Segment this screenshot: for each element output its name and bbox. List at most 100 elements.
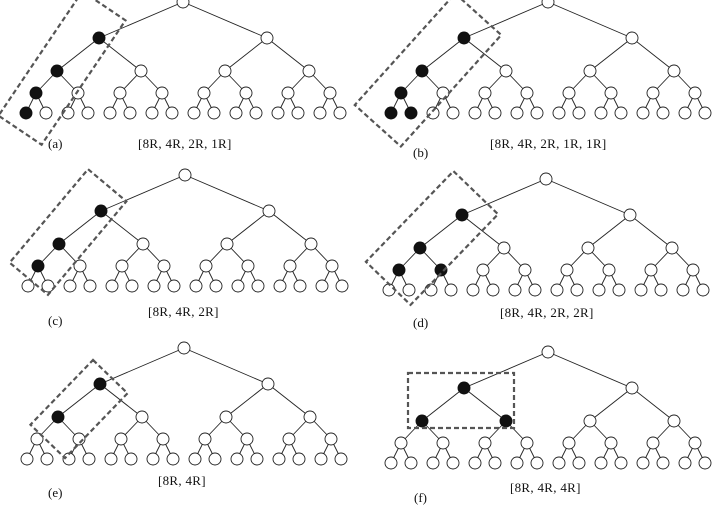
allocated-node xyxy=(94,204,108,218)
free-node xyxy=(20,452,34,466)
panel-letter: (c) xyxy=(48,313,62,328)
free-node xyxy=(165,106,179,120)
free-node xyxy=(520,436,534,450)
free-node xyxy=(302,64,316,78)
free-node xyxy=(272,452,286,466)
free-node xyxy=(273,279,287,293)
free-node xyxy=(468,106,482,120)
free-node xyxy=(103,106,117,120)
free-node xyxy=(135,410,149,424)
free-node xyxy=(218,64,232,78)
free-node xyxy=(167,279,181,293)
free-node xyxy=(665,241,679,255)
free-node xyxy=(189,279,203,293)
free-node xyxy=(209,279,223,293)
tree-edge xyxy=(587,214,631,249)
tree-edge xyxy=(631,387,675,422)
free-node xyxy=(636,456,650,470)
free-node xyxy=(583,414,597,428)
tree-edge xyxy=(419,214,463,249)
tree-edge xyxy=(266,37,310,72)
free-node xyxy=(382,283,396,297)
allocated-node xyxy=(415,414,429,428)
free-node xyxy=(644,263,658,277)
tree-edge xyxy=(184,174,270,212)
sequence-label: [8R, 4R, 2R, 2R] xyxy=(500,305,594,320)
panel-letter: (e) xyxy=(48,485,62,500)
free-node xyxy=(283,259,297,273)
free-node xyxy=(157,259,171,273)
panel-letter: (d) xyxy=(413,315,428,330)
free-node xyxy=(39,106,53,120)
tree-edge xyxy=(267,383,311,418)
free-node xyxy=(334,452,348,466)
free-node xyxy=(625,31,639,45)
allocated-node xyxy=(51,410,65,424)
free-node xyxy=(250,452,264,466)
allocated-node xyxy=(92,31,106,45)
free-node xyxy=(83,279,97,293)
tree-edge xyxy=(226,210,270,245)
free-node xyxy=(240,432,254,446)
free-node xyxy=(281,86,295,100)
tree-edge xyxy=(182,1,268,39)
free-node xyxy=(478,86,492,100)
free-node xyxy=(614,106,628,120)
free-node xyxy=(134,64,148,78)
free-node xyxy=(313,106,327,120)
allocated-node xyxy=(499,414,513,428)
free-node xyxy=(656,106,670,120)
free-node xyxy=(125,279,139,293)
free-node xyxy=(646,86,660,100)
free-node xyxy=(251,279,265,293)
allocated-node xyxy=(434,263,448,277)
sequence-label: [8R, 4R, 2R, 1R] xyxy=(138,136,232,151)
free-node xyxy=(510,456,524,470)
free-node xyxy=(207,106,221,120)
tree-edge xyxy=(589,37,633,72)
free-node xyxy=(686,263,700,277)
free-node xyxy=(602,263,616,277)
free-node xyxy=(72,432,86,446)
free-node xyxy=(21,279,35,293)
free-node xyxy=(198,432,212,446)
tree-edge xyxy=(547,351,633,389)
allocated-node xyxy=(394,86,408,100)
free-node xyxy=(466,283,480,297)
free-node xyxy=(271,106,285,120)
free-node xyxy=(219,410,233,424)
free-node xyxy=(426,456,440,470)
free-node xyxy=(333,106,347,120)
allocated-node xyxy=(52,237,66,251)
free-node xyxy=(260,31,274,45)
allocated-node xyxy=(93,377,107,391)
selection-box xyxy=(0,0,128,147)
free-node xyxy=(528,283,542,297)
free-node xyxy=(145,106,159,120)
free-node xyxy=(570,283,584,297)
free-node xyxy=(63,279,77,293)
free-node xyxy=(104,452,118,466)
free-node xyxy=(520,86,534,100)
free-node xyxy=(634,283,648,297)
free-node xyxy=(678,106,692,120)
tree-edge xyxy=(100,210,144,245)
free-node xyxy=(304,237,318,251)
panel-letter: (a) xyxy=(48,136,62,151)
free-node xyxy=(197,86,211,100)
free-node xyxy=(262,204,276,218)
free-node xyxy=(402,283,416,297)
free-node xyxy=(518,263,532,277)
allocated-node xyxy=(29,86,43,100)
tree-edge xyxy=(98,37,142,72)
free-node xyxy=(325,259,339,273)
free-node xyxy=(73,259,87,273)
free-node xyxy=(241,259,255,273)
free-node xyxy=(136,237,150,251)
sequence-label: [8R, 4R, 2R, 1R, 1R] xyxy=(490,136,607,151)
tree-edge xyxy=(461,178,547,216)
free-node xyxy=(572,456,586,470)
free-node xyxy=(156,432,170,446)
free-node xyxy=(539,172,553,186)
